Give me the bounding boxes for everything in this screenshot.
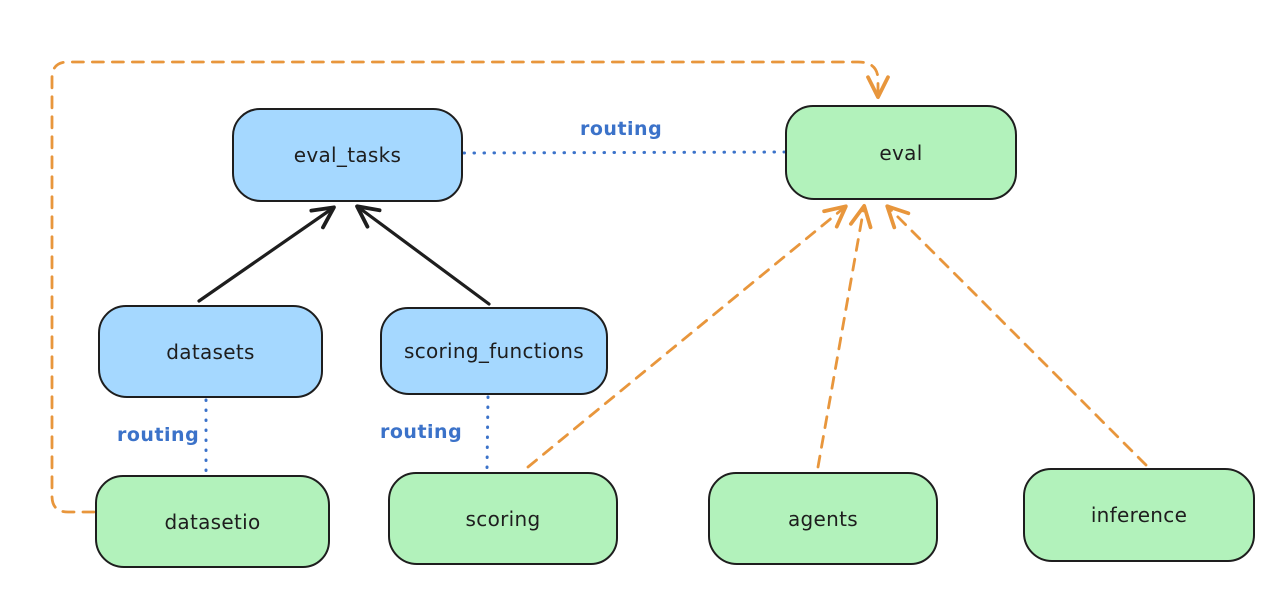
node-datasetio: datasetio xyxy=(95,475,330,568)
node-agents: agents xyxy=(708,472,938,565)
node-datasets-label: datasets xyxy=(166,339,255,364)
node-eval-label: eval xyxy=(879,140,923,165)
routing-label-datasets-datasetio: routing xyxy=(117,424,200,446)
node-scoring: scoring xyxy=(388,472,618,565)
node-datasetio-label: datasetio xyxy=(164,509,261,534)
node-datasets: datasets xyxy=(98,305,323,398)
routing-label-eval-tasks-eval: routing xyxy=(580,118,663,140)
routing-label-scoring-functions-scoring: routing xyxy=(380,421,463,443)
node-eval-tasks-label: eval_tasks xyxy=(293,143,402,167)
node-scoring-label: scoring xyxy=(465,506,541,531)
edge-eval-tasks-to-eval-routing xyxy=(462,150,786,155)
edge-scoring-functions-to-scoring-routing xyxy=(485,395,490,471)
edge-datasetio-to-eval xyxy=(50,60,890,514)
edge-scoring-functions-to-eval-tasks xyxy=(355,204,491,306)
node-eval: eval xyxy=(785,105,1017,200)
edge-datasets-to-eval-tasks xyxy=(197,205,336,303)
node-agents-label: agents xyxy=(788,506,858,531)
node-inference-label: inference xyxy=(1090,503,1188,527)
node-eval-tasks: eval_tasks xyxy=(232,108,463,202)
edge-agents-to-eval xyxy=(816,204,873,469)
edge-inference-to-eval xyxy=(885,204,1148,467)
node-inference: inference xyxy=(1023,468,1255,562)
node-scoring-functions-label: scoring_functions xyxy=(403,339,585,363)
edge-scoring-to-eval xyxy=(526,204,848,469)
node-scoring-functions: scoring_functions xyxy=(380,307,608,395)
